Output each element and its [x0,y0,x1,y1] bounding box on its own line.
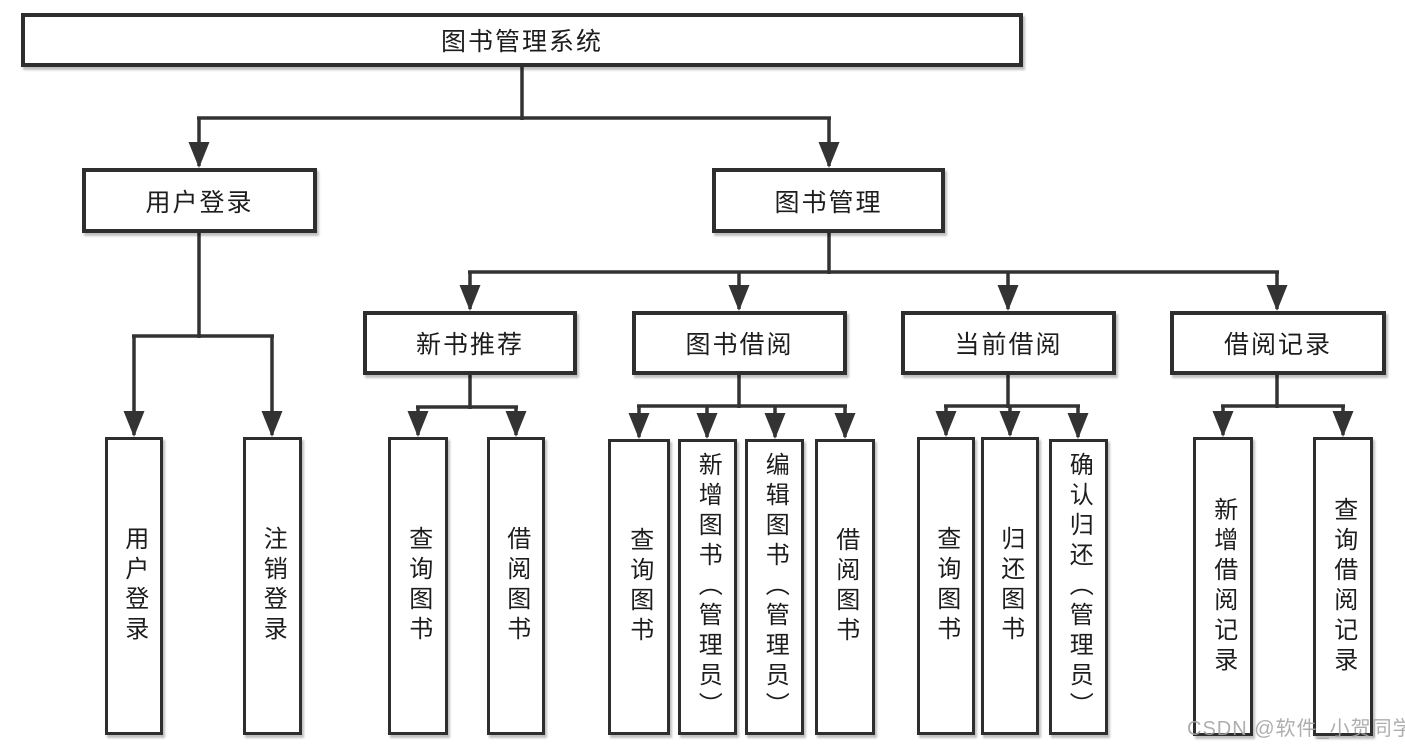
node-label: 查询图书 [404,526,432,646]
leaf-bb-edit-books-admin: 编辑图书（管理员） [745,439,804,735]
node-label: 归还图书 [996,526,1024,646]
leaf-nbr-borrow-books: 借阅图书 [487,437,545,735]
branch-book-management: 图书管理 [712,168,945,233]
node-label: 图书借阅 [685,331,794,359]
node-label: 编辑图书（管理员） [761,452,789,722]
node-label: 图书管理 [774,188,883,217]
node-label: 借阅记录 [1223,331,1332,359]
branch-user-login: 用户登录 [82,168,317,233]
node-label: 用户登录 [120,526,148,646]
node-label: 新书推荐 [415,331,524,359]
leaf-nbr-query-books: 查询图书 [388,437,448,735]
node-label: 查询图书 [625,527,653,647]
leaf-cb-return-books: 归还图书 [981,437,1039,735]
node-label: 当前借阅 [954,331,1063,359]
csdn-watermark: CSDN @软件_小贺同学 [1187,718,1405,740]
node-label: 借阅图书 [831,527,859,647]
leaf-br-query-borrow-record: 查询借阅记录 [1313,437,1373,736]
leaf-bb-query-books: 查询图书 [608,439,670,735]
leaf-user-login: 用户登录 [105,437,163,735]
node-label: 确认归还（管理员） [1065,452,1093,722]
node-label: 查询借阅记录 [1329,496,1357,677]
group-new-book-recommend: 新书推荐 [363,311,577,375]
node-library-management-system: 图书管理系统 [21,13,1023,67]
group-current-borrowing: 当前借阅 [901,311,1116,375]
node-label: 用户登录 [145,188,254,217]
node-label: 新增图书（管理员） [694,452,722,722]
node-label: 查询图书 [932,526,960,646]
leaf-bb-add-books-admin: 新增图书（管理员） [678,439,737,735]
leaf-bb-borrow-books: 借阅图书 [815,439,875,735]
node-label: 图书管理系统 [440,28,603,56]
leaf-cb-query-books: 查询图书 [917,437,975,735]
leaf-br-add-borrow-record: 新增借阅记录 [1193,437,1253,736]
arrowheads [123,142,1354,439]
leaf-logout: 注销登录 [243,437,302,735]
node-label: 借阅图书 [502,526,530,646]
node-label: 注销登录 [259,526,287,646]
group-borrowing-records: 借阅记录 [1170,311,1386,375]
group-book-borrowing: 图书借阅 [632,311,847,375]
leaf-cb-confirm-return-admin: 确认归还（管理员） [1049,439,1108,735]
node-label: 新增借阅记录 [1209,496,1237,677]
